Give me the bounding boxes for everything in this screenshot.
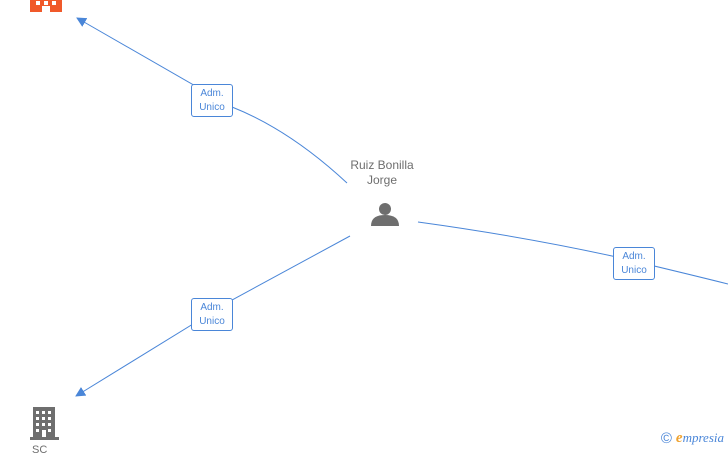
edge-label-top-left[interactable]: Adm. Unico [191, 84, 233, 117]
building-icon[interactable] [30, 407, 59, 440]
brand-watermark: © empresia [661, 430, 724, 447]
person-name-line1: Ruiz Bonilla [350, 158, 414, 172]
edge-label-right[interactable]: Adm. Unico [613, 247, 655, 280]
edge-label-role: Adm. [200, 302, 224, 313]
building-icon[interactable] [30, 0, 62, 12]
person-name-line2: Jorge [366, 173, 398, 187]
edge-label-type: Unico [199, 316, 225, 327]
copyright-icon: © [660, 430, 672, 447]
edge-line-top-left [76, 17, 348, 184]
edge-label-type: Unico [199, 102, 225, 113]
brand-logo: empresia [675, 430, 724, 446]
person-name-label[interactable]: Ruiz Bonilla Jorge [330, 158, 434, 188]
edge-label-bottom-left[interactable]: Adm. Unico [191, 298, 233, 331]
edge-label-role: Adm. [622, 251, 646, 262]
company-label-partial[interactable]: SC [32, 444, 48, 456]
edge-label-role: Adm. [200, 88, 224, 99]
edge-label-type: Unico [621, 265, 647, 276]
person-icon[interactable] [371, 203, 399, 226]
edge-line-right [417, 221, 728, 285]
